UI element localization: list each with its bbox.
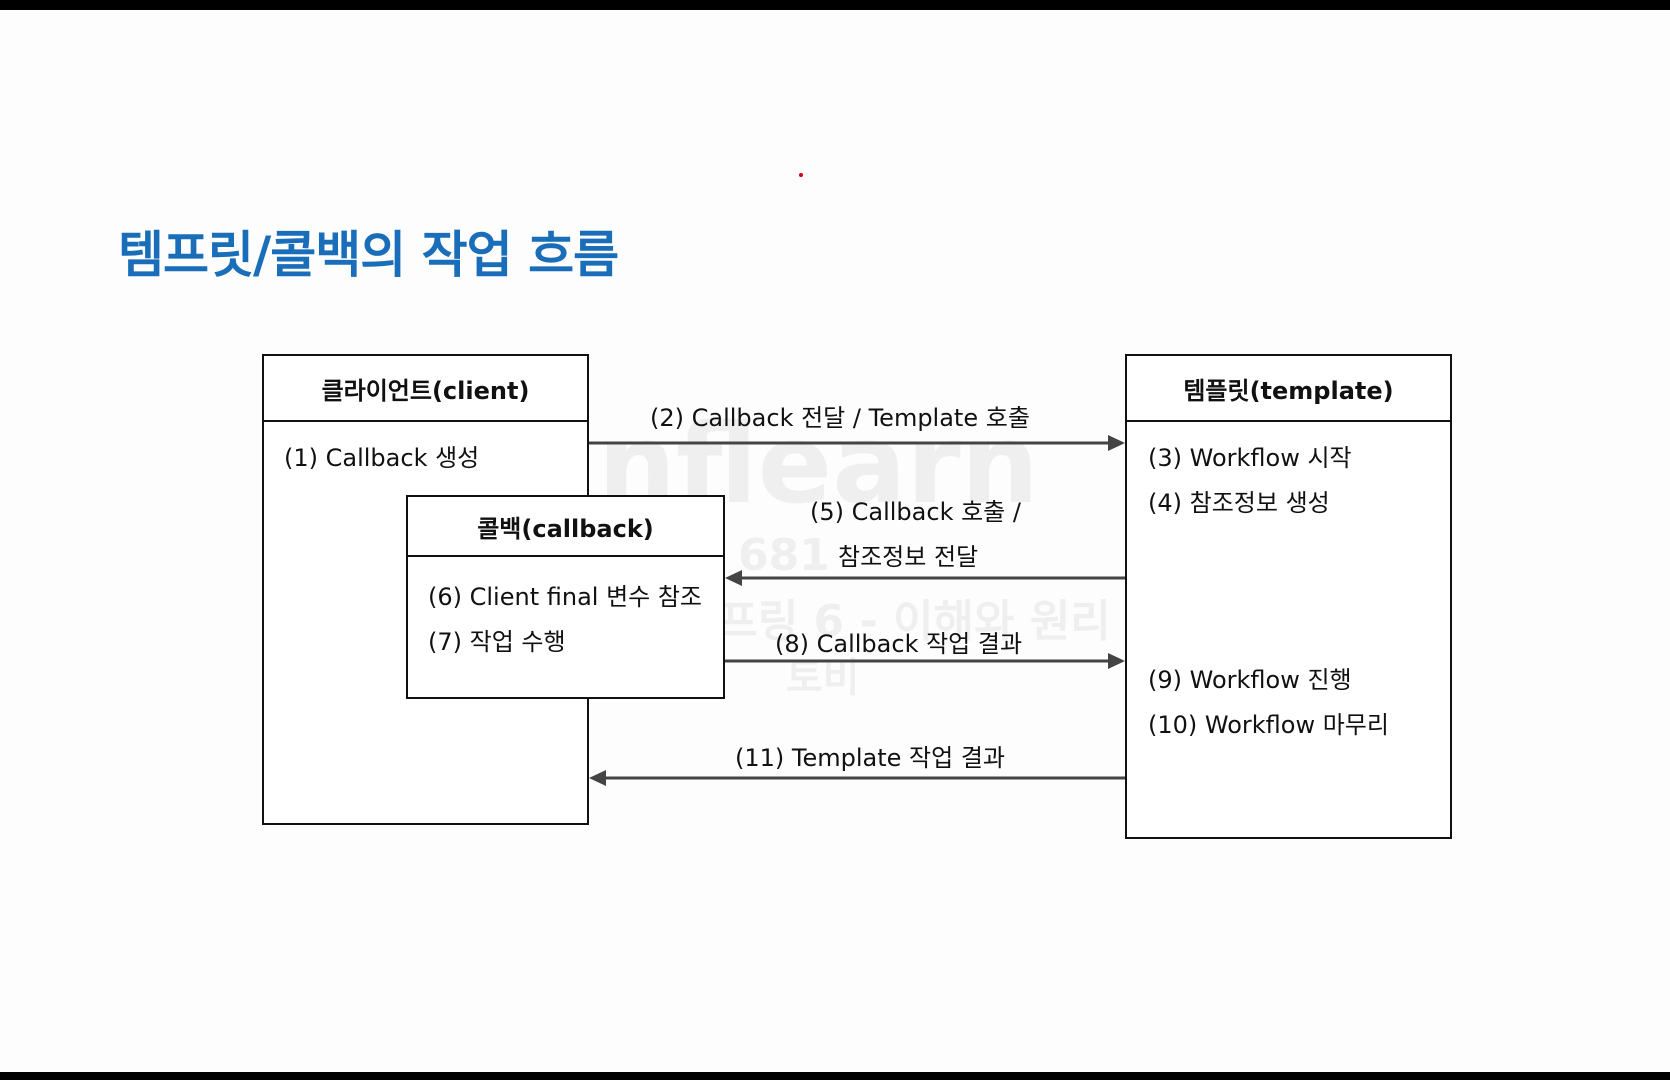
- client-step-1: (1) Callback 생성: [284, 444, 480, 472]
- arrow-2-label: (2) Callback 전달 / Template 호출: [650, 404, 1030, 432]
- template-step-4: (4) 참조정보 생성: [1148, 489, 1330, 517]
- template-box: 템플릿(template): [1125, 354, 1452, 839]
- arrow-8-label: (8) Callback 작업 결과: [775, 630, 1023, 658]
- arrow-8-head: [1108, 653, 1125, 669]
- arrow-5-label-line2: 참조정보 전달: [838, 543, 979, 571]
- pointer-dot: [799, 173, 803, 177]
- template-step-9: (9) Workflow 진행: [1148, 666, 1352, 694]
- client-header: 클라이언트(client): [264, 356, 587, 422]
- template-header: 템플릿(template): [1127, 356, 1450, 422]
- arrow-5-label-line1: (5) Callback 호출 /: [810, 498, 1021, 526]
- watermark-line3: 토비: [786, 655, 860, 701]
- watermark-line1: 681: [738, 530, 830, 581]
- arrow-2-head: [1108, 435, 1125, 451]
- callback-box: 콜백(callback): [406, 495, 725, 699]
- bottom-letterbox-bar: [0, 1072, 1670, 1080]
- callback-step-7: (7) 작업 수행: [428, 628, 566, 656]
- callback-header: 콜백(callback): [408, 497, 723, 557]
- arrow-11-label: (11) Template 작업 결과: [735, 744, 1005, 772]
- callback-step-6: (6) Client final 변수 참조: [428, 583, 703, 611]
- arrow-11-head: [589, 770, 606, 786]
- top-letterbox-bar: [0, 0, 1670, 10]
- slide-title: 템프릿/콜백의 작업 흐름: [118, 226, 619, 284]
- template-step-3: (3) Workflow 시작: [1148, 444, 1352, 472]
- template-step-10: (10) Workflow 마무리: [1148, 711, 1389, 739]
- arrow-5-head: [725, 570, 742, 586]
